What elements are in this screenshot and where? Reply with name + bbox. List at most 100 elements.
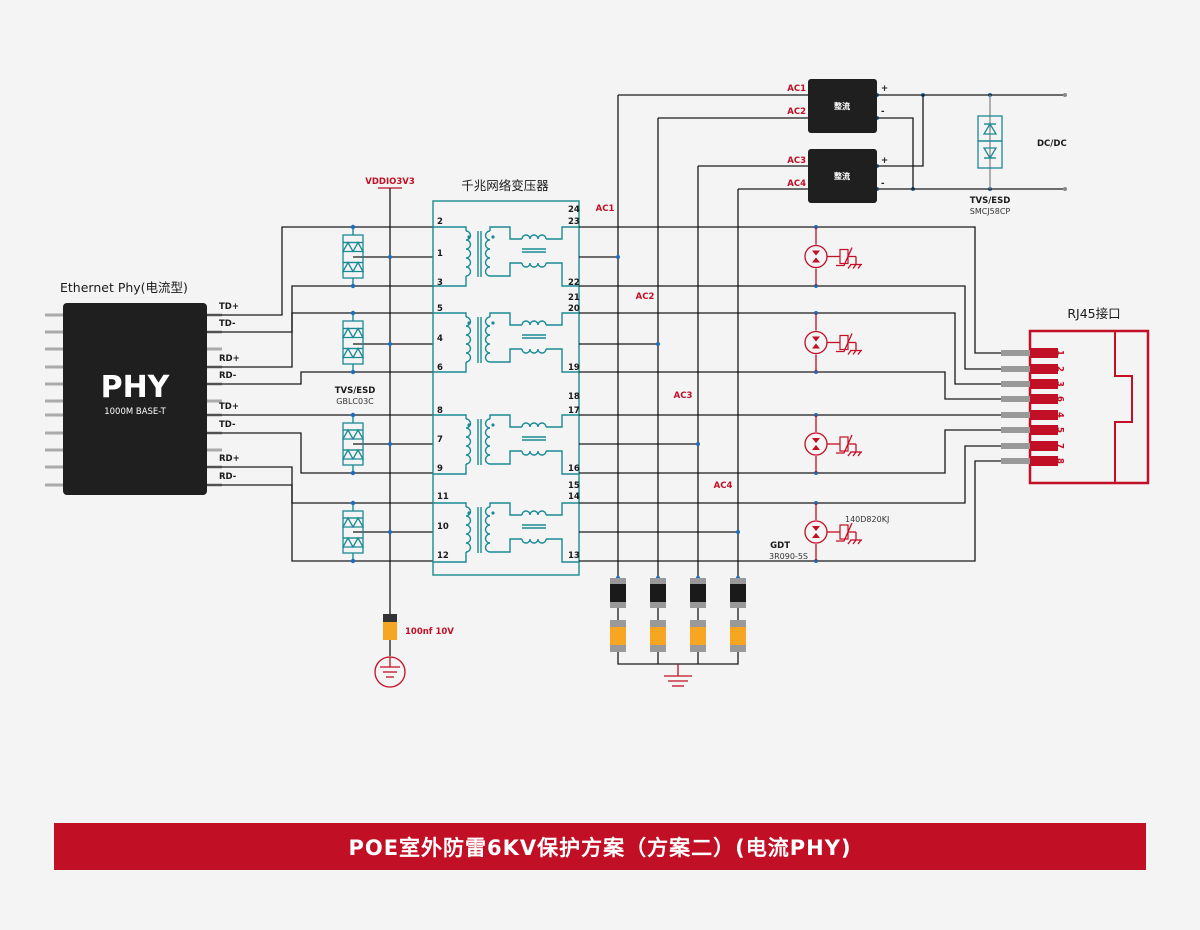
- varistor-icon: [839, 334, 849, 351]
- phy-pin-label: RD+: [219, 454, 240, 464]
- phy-chip-sub: 1000M BASE-T: [104, 407, 166, 417]
- capacitor-label: 100nf 10V: [405, 627, 454, 637]
- transformer-block: 千兆网络变压器 21354687911101224232221201918171…: [432, 178, 580, 576]
- transformer-left-pin: 2: [437, 217, 443, 227]
- tvs-dc-diode: [977, 115, 1003, 169]
- rj45-pin-number: 3: [1055, 381, 1065, 387]
- rj45-pin: 3: [1001, 379, 1065, 389]
- transformer-right-pin: 18: [568, 392, 580, 402]
- ac-label: AC1: [596, 204, 615, 214]
- transformer-title: 千兆网络变压器: [461, 178, 549, 193]
- rect-bot-in-2: AC4: [787, 179, 806, 189]
- surge-bank-ground: [617, 660, 739, 687]
- gdt-branch: [804, 313, 862, 372]
- junction-dot: [736, 530, 740, 534]
- tvs-dc-label: TVS/ESD: [970, 196, 1011, 206]
- banner-title: POE室外防雷6KV保护方案（方案二）(电流PHY): [348, 835, 852, 860]
- junction-dot: [388, 530, 392, 534]
- gdt-branches: [804, 227, 862, 561]
- rj45-housing: [1028, 329, 1150, 485]
- phy-pin-label: RD+: [219, 354, 240, 364]
- transformer-left-pin: 4: [437, 334, 443, 344]
- vdd-label: VDDIO3V3: [365, 177, 415, 187]
- rect-top-in-2: AC2: [787, 107, 806, 117]
- ground-symbol: [374, 656, 406, 688]
- transformer-right-pin: 24: [568, 205, 580, 215]
- dcdc-label: DC/DC: [1037, 139, 1067, 149]
- esd-cluster: [341, 412, 365, 476]
- rj45-pin: 7: [1001, 441, 1065, 451]
- diode-icon: [351, 327, 365, 339]
- decoupling-capacitor: [383, 614, 397, 622]
- surge-cell: [730, 578, 746, 660]
- transformer-left-pin: 1: [437, 249, 443, 259]
- phy-chip-label: PHY: [101, 370, 171, 405]
- varistor-icon: [839, 248, 849, 265]
- transformer-windings: [433, 226, 579, 563]
- diode-icon: [351, 428, 365, 440]
- phy-to-esd-wires: [207, 226, 433, 562]
- diode-icon: [351, 261, 365, 273]
- rj45-pin-number: 2: [1055, 366, 1065, 372]
- gdt-branch: [804, 227, 862, 286]
- gdt-part: 3R090-5S: [769, 552, 808, 561]
- junction-dot: [696, 442, 700, 446]
- line-side-wires: [579, 226, 1030, 562]
- ac-label: AC2: [636, 292, 655, 302]
- junction-dot: [388, 342, 392, 346]
- varistor-icon: [839, 436, 849, 452]
- phy-pin-label: TD-: [219, 420, 236, 430]
- transformer-channel: [433, 414, 579, 475]
- junction-dot: [656, 342, 660, 346]
- esd-clusters: [341, 224, 365, 564]
- tvs-esd-label: TVS/ESD: [335, 386, 376, 396]
- transformer-left-pin: 7: [437, 435, 443, 445]
- transformer-channel: [433, 312, 579, 373]
- transformer-left-pin: 3: [437, 278, 443, 288]
- diode-icon: [341, 516, 355, 528]
- transformer-channel: [433, 226, 579, 287]
- rectifier-top: 整流 AC1 AC2 + -: [787, 79, 888, 133]
- gdt-icon: [804, 244, 828, 269]
- transformer-right-pin: 14: [568, 492, 580, 502]
- rectifier-bottom-label: 整流: [833, 171, 850, 181]
- phy-pin-labels: TD+TD-RD+RD-TD+TD-RD+RD-: [219, 302, 240, 482]
- rj45-pin-number: 7: [1055, 443, 1065, 449]
- ac-drop-lines: [617, 94, 808, 578]
- phy-caption: Ethernet Phy(电流型): [60, 280, 188, 295]
- phy-pin-label: TD-: [219, 319, 236, 329]
- tvs-esd-part: GBLC03C: [336, 397, 374, 406]
- surge-cell: [650, 578, 666, 660]
- tvs-dc-part: SMCJ58CP: [970, 207, 1011, 216]
- gdt-branch: [804, 415, 862, 473]
- transformer-left-pin: 10: [437, 522, 449, 532]
- diode-icon: [341, 448, 355, 460]
- diode-icon: [341, 428, 355, 440]
- gdt-icon: [804, 330, 828, 355]
- diode-icon: [341, 261, 355, 273]
- gdt-label: GDT: [770, 541, 790, 551]
- ac-label: AC3: [674, 391, 693, 401]
- transformer-left-pin: 12: [437, 551, 449, 561]
- transformer-left-pin: 5: [437, 304, 443, 314]
- rectifier-top-label: 整流: [833, 101, 850, 111]
- esd-cluster: [341, 500, 365, 564]
- rj45-pin-number: 8: [1055, 458, 1065, 464]
- rectifier-bottom: 整流 AC3 AC4 + -: [787, 149, 888, 203]
- gdt-varistor-label: 140D820KJ: [845, 515, 889, 524]
- rj45-pin-number: 1: [1055, 350, 1065, 356]
- gdt-branch: [804, 503, 862, 561]
- junction-dot: [616, 255, 620, 259]
- transformer-left-pin: 11: [437, 492, 449, 502]
- transformer-channel: [433, 502, 579, 563]
- rj45-pin: 4: [1001, 410, 1065, 420]
- diode-icon: [351, 448, 365, 460]
- transformer-left-pin: 8: [437, 406, 443, 416]
- junction-dot: [388, 442, 392, 446]
- rect-bot-plus: +: [881, 156, 888, 166]
- rj45-pin: 6: [1001, 394, 1065, 404]
- gdt-icon: [804, 432, 828, 456]
